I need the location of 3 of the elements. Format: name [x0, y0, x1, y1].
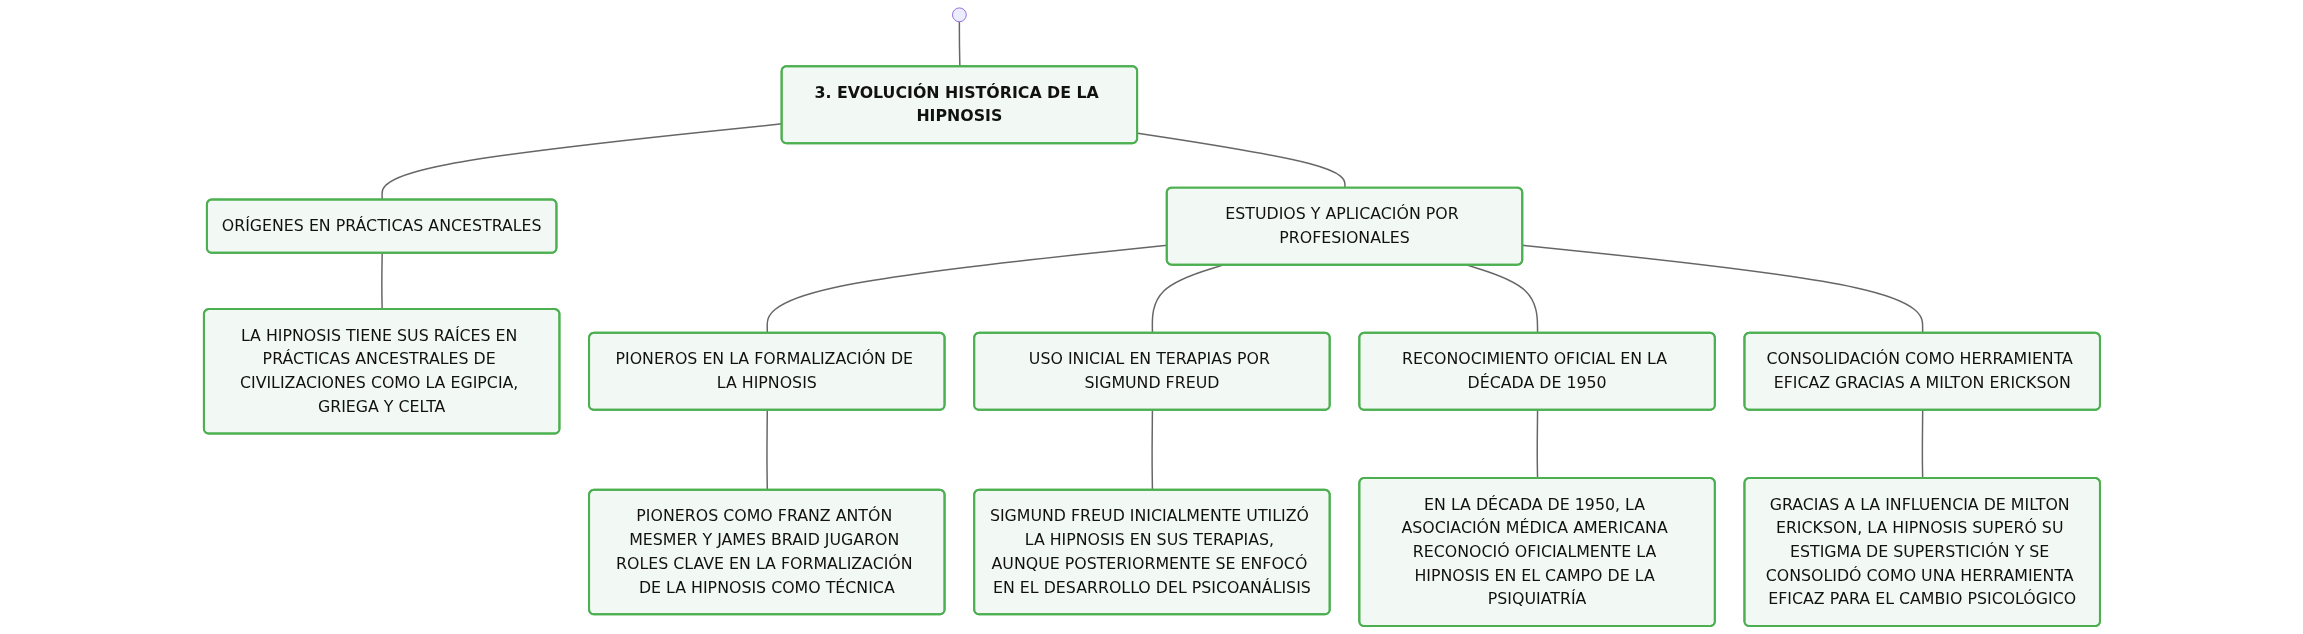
connector	[1136, 132, 1346, 189]
connector	[958, 21, 961, 68]
connector	[380, 252, 383, 311]
